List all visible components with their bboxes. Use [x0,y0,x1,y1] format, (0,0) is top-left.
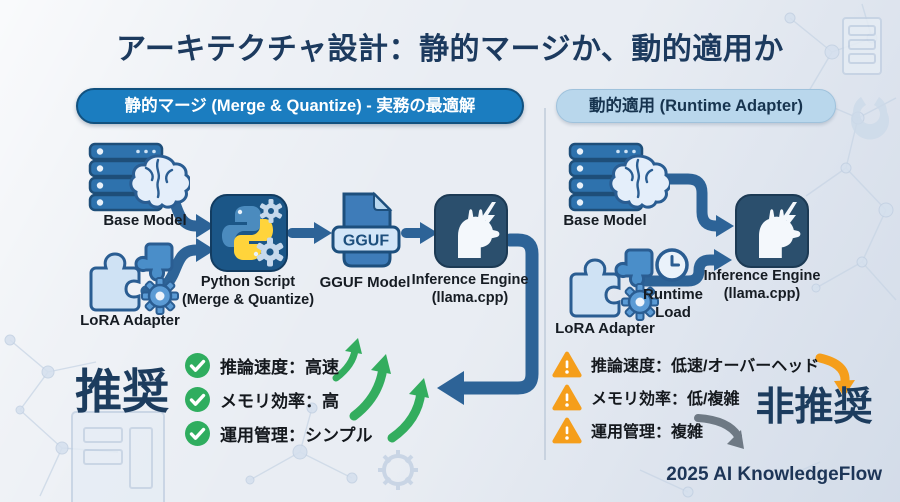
page-title: アーキテクチャ設計：静的マージか、動的適用か [116,33,784,66]
decline-arrow-gray-icon [694,414,744,449]
con-item: 推論速度：低速/オーバーヘッド [552,349,819,379]
inference-engine-icon [735,194,809,268]
decor-power-icon [851,97,889,140]
left-section-header: 静的マージ (Merge & Quantize) - 実務の最適解 [76,88,524,124]
gear-icon [259,199,283,223]
check-icon [185,386,210,412]
lora-adapter-label: LoRA Adapter [80,312,180,329]
inference-engine-icon [434,194,508,268]
runtime-load-label: Runtime Load [643,286,703,322]
check-icon [185,420,210,446]
pro-item: 推論速度：高速 [184,350,339,380]
clock-icon [655,248,689,282]
python-script-label: Python Script (Merge & Quantize) [181,274,315,308]
footer-credit: 2025 AI KnowledgeFlow [666,464,882,485]
gear-icon [621,283,659,321]
base-model-icon [568,142,670,212]
inference-engine-label: Inference Engine (llama.cpp) [703,268,821,302]
right-section-header: 動的適用 (Runtime Adapter) [556,89,836,123]
base-model-label: Base Model [563,212,647,229]
base-model-icon [88,142,190,212]
inference-engine-label: Inference Engine (llama.cpp) [411,272,529,306]
verdict-not-recommended: 非推奨 [755,386,873,429]
verdict-recommended: 推奨 [75,365,169,418]
warning-icon [552,351,582,377]
con-item: 運用管理：複雑 [552,415,703,445]
con-item: メモリ効率：低/複雑 [552,382,739,412]
lora-adapter-icon [89,242,179,315]
base-model-label: Base Model [103,212,187,229]
warning-icon [552,384,582,410]
warning-icon [552,417,582,443]
svg-text:GGUF: GGUF [343,233,389,250]
gear-icon [141,277,179,315]
brain-icon [609,154,670,209]
decor-server-icon [842,17,882,75]
check-icon [185,352,210,378]
pro-item: 運用管理：シンプル [184,418,373,448]
gguf-model-label: GGUF Model [319,274,411,291]
gguf-file-icon: GGUF [331,191,401,268]
section-divider [544,108,546,460]
pro-item: メモリ効率：高 [184,384,339,414]
python-script-icon [210,194,288,272]
loop-back-arrow [457,233,539,395]
lora-adapter-label: LoRA Adapter [555,320,655,337]
gear-icon [256,237,284,267]
lightning-icon [780,202,797,236]
decor-server-tower-icon [71,411,165,502]
lora-adapter-icon [569,248,659,321]
decor-gear-icon [378,450,418,490]
lightning-icon [479,202,496,236]
decline-arrow-orange-icon [815,353,855,397]
brain-icon [129,154,190,209]
